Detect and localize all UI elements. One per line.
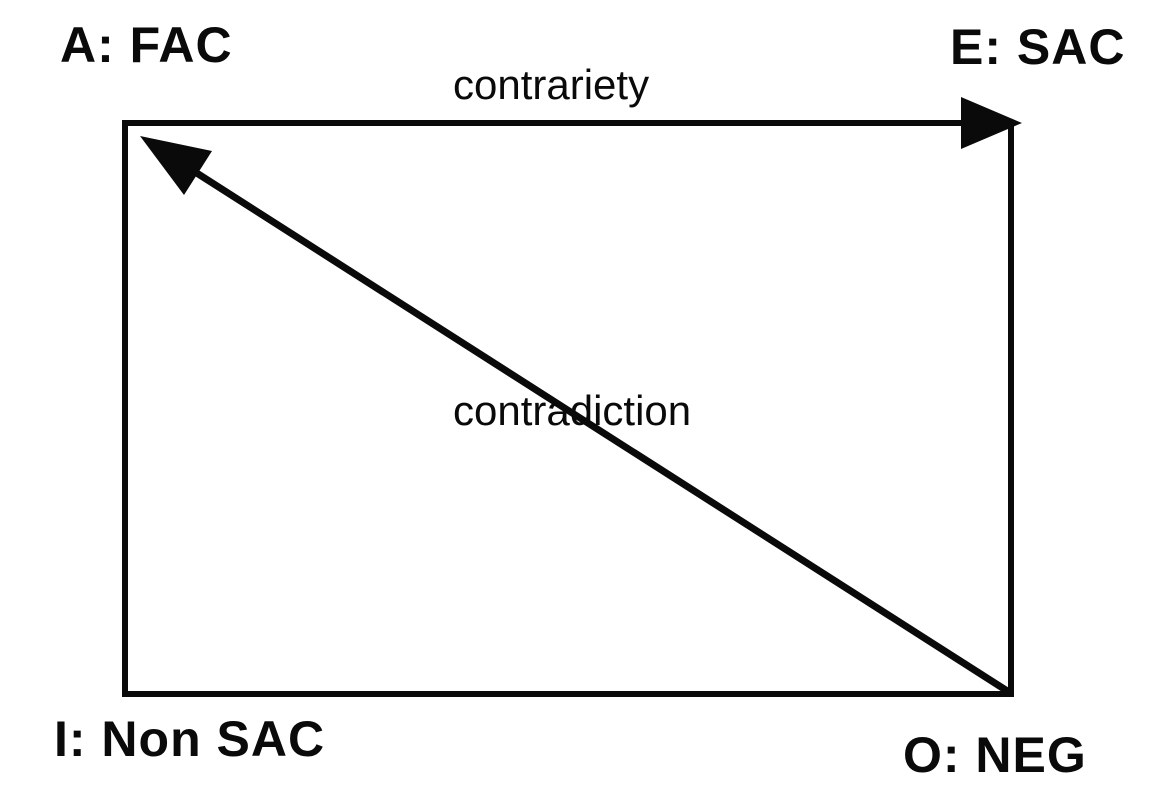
corner-label-o-neg: O: NEG [903, 727, 1087, 783]
edge-label-contradiction: contradiction [453, 387, 692, 434]
corner-label-e-sac: E: SAC [950, 19, 1126, 75]
contrariety-arrowhead-icon [961, 97, 1022, 149]
contradiction-arrow-line [190, 167, 1014, 697]
corner-label-i-non-sac: I: Non SAC [54, 711, 326, 767]
edge-label-contrariety: contrariety [453, 61, 650, 108]
contradiction-arrowhead-icon [140, 136, 212, 195]
corner-label-a-fac: A: FAC [60, 17, 233, 73]
opposition-rectangle [122, 120, 1014, 697]
